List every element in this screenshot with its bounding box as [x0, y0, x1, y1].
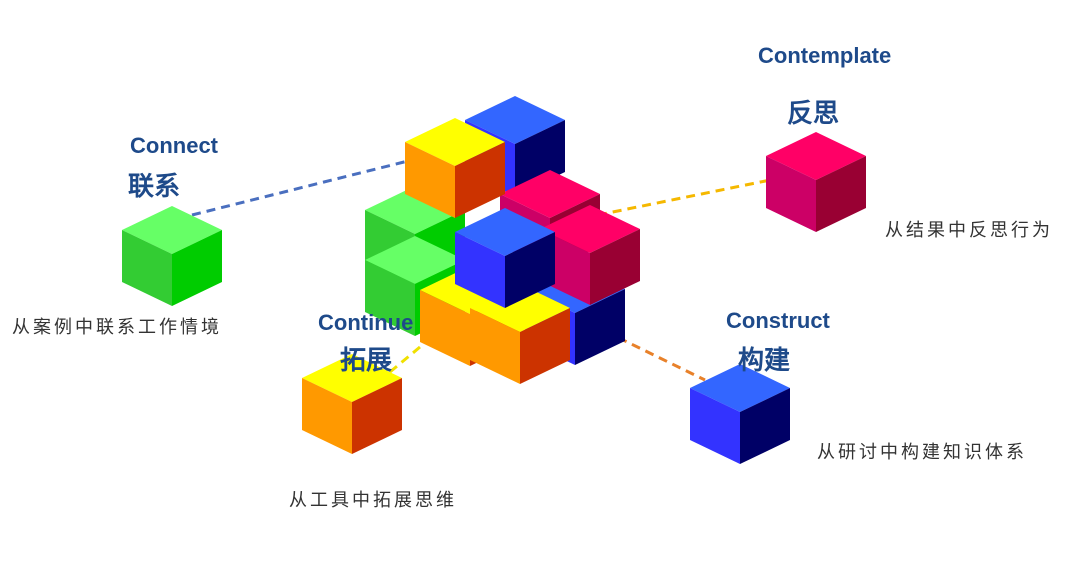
construct-description: 从研讨中构建知识体系 [817, 442, 1027, 463]
connect-description: 从案例中联系工作情境 [12, 317, 222, 338]
contemplate-title: Contemplate [758, 43, 892, 68]
connect-cube [122, 206, 222, 306]
contemplate-description: 从结果中反思行为 [885, 220, 1053, 241]
construct-title: Construct [726, 308, 830, 333]
cluster-cube [455, 208, 555, 308]
contemplate-connector-line [597, 174, 791, 217]
continue-title-cn: 拓展 [340, 346, 393, 376]
connect-connector-line [191, 156, 421, 217]
cluster-cube [405, 118, 505, 218]
continue-description: 从工具中拓展思维 [289, 490, 457, 511]
continue-cube [302, 354, 402, 454]
continue-title: Continue [318, 310, 414, 335]
connect-title-cn: 联系 [128, 172, 181, 202]
contemplate-cube [766, 132, 866, 232]
contemplate-title-cn: 反思 [787, 99, 840, 129]
construct-title-cn: 构建 [738, 346, 791, 376]
connect-title: Connect [130, 133, 218, 158]
construct-cube [690, 364, 790, 464]
